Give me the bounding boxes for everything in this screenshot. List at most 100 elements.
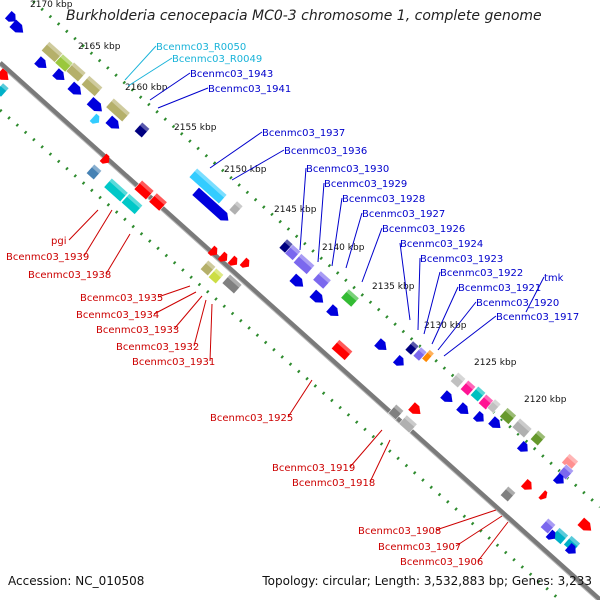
gene-feature [0, 82, 10, 98]
gene-block [499, 485, 517, 503]
label-leaders [68, 45, 545, 562]
gene-block [539, 517, 557, 535]
gene-block [312, 270, 332, 290]
gene-label: Bcenmc03_1943 [190, 69, 273, 80]
label-leader-line [209, 131, 263, 169]
gene-feature [539, 517, 557, 535]
gene-block [0, 82, 10, 98]
gene-block-highlight [139, 122, 150, 132]
gene-block [551, 527, 569, 545]
gene-block-highlight [505, 486, 516, 496]
gene-block [398, 414, 418, 434]
gene-label: Bcenmc03_1917 [496, 312, 579, 323]
gene-arrow [564, 542, 576, 554]
gene-feature [486, 398, 502, 414]
gene-arrow [520, 478, 532, 490]
gene-feature [340, 288, 360, 308]
gene-arrow [374, 338, 387, 351]
tick-label: 2160 kbp [125, 83, 168, 93]
gene-block [340, 288, 360, 308]
gene-block [449, 371, 467, 389]
gene-arrow [538, 490, 548, 500]
gene-feature [67, 81, 82, 95]
gene-feature [217, 251, 228, 262]
label-leader-line [157, 87, 209, 109]
gene-block-highlight [139, 180, 154, 194]
gene-arrow [34, 56, 47, 69]
gene-feature [105, 115, 120, 129]
gene-block-highlight [545, 518, 556, 528]
gene-label-layer: Bcenmc03_R0050Bcenmc03_R0049Bcenmc03_194… [6, 42, 579, 568]
gene-block-highlight [346, 288, 360, 302]
gene-arrow [0, 68, 9, 81]
gene-feature [374, 338, 387, 351]
gene-block [40, 41, 64, 63]
gene-feature [561, 453, 579, 471]
gene-feature [120, 193, 144, 215]
label-leader-line [153, 291, 197, 315]
gene-block [207, 267, 225, 285]
gene-feature [54, 53, 74, 73]
label-leader-line [193, 299, 207, 347]
gene-block [188, 167, 228, 205]
gene-block [330, 339, 354, 361]
gene-block-highlight [393, 404, 404, 414]
gene-arrow [4, 10, 16, 22]
gene-block-highlight [298, 253, 315, 269]
gene-block [228, 200, 244, 216]
gene-block-highlight [86, 75, 103, 91]
label-leader-line [83, 209, 113, 257]
gene-block [80, 75, 104, 97]
gene-block-highlight [213, 268, 224, 278]
gene-arrow [217, 251, 228, 262]
gene-feature [564, 542, 576, 554]
feature-layer [0, 10, 592, 554]
gene-arrow [516, 440, 528, 452]
gene-feature [330, 339, 354, 361]
gene-feature [309, 289, 324, 303]
gene-block-highlight [410, 340, 419, 350]
gene-feature [449, 371, 467, 389]
gene-feature [188, 167, 228, 205]
gene-block [421, 349, 435, 363]
gene-block-highlight [126, 193, 143, 209]
gene-feature [520, 478, 532, 490]
gene-arrow [456, 402, 469, 415]
gene-feature [456, 402, 469, 415]
label-leader-line [209, 303, 213, 362]
gene-label: pgi [51, 236, 66, 247]
gene-block-highlight [154, 192, 168, 206]
gene-arrow [326, 304, 339, 317]
gene-feature [207, 245, 218, 256]
gene-arrow [545, 529, 556, 540]
gene-label: tmk [544, 273, 564, 284]
gene-arrow [408, 402, 421, 415]
gene-arrow [207, 245, 218, 256]
label-leader-line [435, 509, 497, 531]
gene-feature [459, 379, 477, 397]
gene-feature [89, 113, 100, 124]
gene-block-highlight [284, 238, 293, 248]
gene-feature [292, 253, 316, 275]
gene-label: Bcenmc03_1929 [324, 179, 407, 190]
gene-arrow [309, 289, 324, 303]
label-leader-line [437, 301, 477, 351]
gene-block [85, 163, 103, 181]
gene-label: Bcenmc03_1906 [400, 557, 483, 568]
gene-feature [34, 56, 47, 69]
gene-feature [52, 68, 65, 81]
gene-label: Bcenmc03_1924 [400, 239, 483, 250]
label-leader-line [149, 72, 191, 101]
gene-block-highlight [492, 398, 501, 408]
gene-feature [105, 97, 131, 123]
gene-label: Bcenmc03_1907 [378, 542, 461, 553]
gene-label: Bcenmc03_1923 [420, 254, 503, 265]
gene-feature [9, 19, 24, 33]
gene-feature [133, 179, 155, 201]
gene-label: Bcenmc03_1941 [208, 84, 291, 95]
gene-block [469, 385, 487, 403]
gene-label: Bcenmc03_1938 [28, 270, 111, 281]
gene-block [133, 121, 151, 139]
label-leader-line [431, 286, 459, 345]
gene-label: Bcenmc03_1936 [284, 146, 367, 157]
